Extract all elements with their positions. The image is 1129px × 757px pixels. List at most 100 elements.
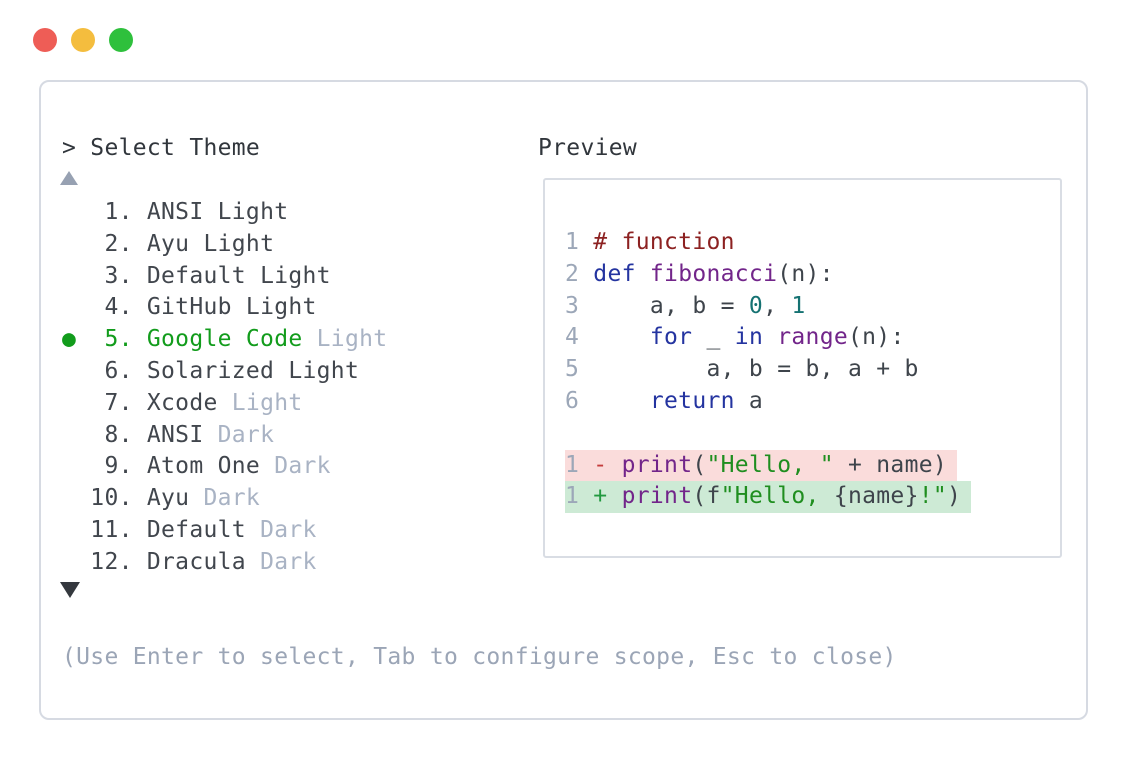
code-token: 1 bbox=[791, 292, 806, 319]
line-number: 1 bbox=[565, 483, 594, 510]
theme-option-variant: Dark bbox=[260, 453, 331, 480]
theme-option-variant: Light bbox=[189, 230, 275, 257]
code-token: + bbox=[593, 483, 608, 510]
line-number: 6 bbox=[565, 387, 594, 414]
code-token: ) bbox=[947, 483, 962, 510]
code-token: fibonacci bbox=[649, 260, 778, 287]
code-token: in bbox=[734, 324, 764, 351]
theme-option-label: 10. Ayu bbox=[62, 485, 190, 512]
preview-label: Preview bbox=[538, 135, 638, 161]
theme-option-label: 2. Ayu bbox=[62, 230, 190, 257]
code-token: return bbox=[649, 387, 735, 414]
theme-option-variant: Light bbox=[274, 357, 360, 384]
theme-list: 1. ANSI Light 2. Ayu Light 3. Default Li… bbox=[62, 197, 387, 579]
theme-option[interactable]: 6. Solarized Light bbox=[62, 356, 387, 388]
code-token: {name} bbox=[833, 483, 919, 510]
theme-option[interactable]: 2. Ayu Light bbox=[62, 229, 387, 261]
code-token: (f bbox=[692, 483, 721, 510]
diff-line-removed: 1 - print("Hello, " + name) bbox=[565, 449, 971, 482]
theme-option[interactable]: 1. ANSI Light bbox=[62, 197, 387, 229]
code-token: a, b = bbox=[593, 292, 749, 319]
theme-option-label: 8. ANSI bbox=[62, 421, 204, 448]
zoom-button-icon[interactable] bbox=[109, 28, 133, 52]
theme-option-variant: Light bbox=[231, 294, 317, 321]
theme-option[interactable]: 11. Default Dark bbox=[62, 515, 387, 547]
code-token: ( bbox=[692, 451, 707, 478]
diff-line-added: 1 + print(f"Hello, {name}!") bbox=[565, 481, 972, 514]
help-text: (Use Enter to select, Tab to configure s… bbox=[62, 644, 897, 670]
theme-option-label: 9. Atom One bbox=[62, 453, 261, 480]
minimize-button-icon[interactable] bbox=[71, 28, 95, 52]
theme-option-label: 12. Dracula bbox=[62, 548, 246, 575]
code-token bbox=[763, 324, 777, 350]
scroll-up-icon[interactable] bbox=[60, 171, 78, 185]
theme-option[interactable]: 10. Ayu Dark bbox=[62, 483, 387, 515]
code-line: 5 a, b = b, a + b bbox=[565, 354, 971, 386]
diff-highlight: 1 + print(f"Hello, {name}!") bbox=[565, 481, 972, 514]
line-number: 2 bbox=[565, 260, 594, 287]
theme-option[interactable]: 3. Default Light bbox=[62, 261, 387, 293]
code-token: a, b = b, a + b bbox=[593, 356, 919, 383]
code-token: (n): bbox=[777, 260, 834, 287]
code-token bbox=[593, 388, 650, 414]
theme-option-variant: Dark bbox=[245, 548, 317, 575]
window-controls bbox=[33, 28, 133, 52]
code-line: 1 # function bbox=[565, 227, 971, 259]
code-token: , bbox=[763, 292, 792, 319]
code-token: - bbox=[593, 451, 608, 478]
code-line: 4 for _ in range(n): bbox=[565, 322, 971, 354]
code-line: 6 return a bbox=[565, 386, 971, 418]
line-number: 4 bbox=[565, 324, 594, 351]
page-title: > Select Theme bbox=[62, 135, 261, 161]
theme-option-label: 6. Solarized bbox=[62, 357, 275, 384]
theme-option-label: 3. Default bbox=[62, 262, 246, 289]
theme-option-variant: Dark bbox=[203, 421, 275, 448]
theme-option-variant: Light bbox=[245, 262, 331, 289]
theme-option-selected[interactable]: ● 5. Google Code Light bbox=[62, 324, 387, 356]
code-line: 2 def fibonacci(n): bbox=[565, 259, 971, 291]
line-number: 1 bbox=[565, 451, 594, 478]
code-token bbox=[607, 483, 621, 509]
theme-option-label: 4. GitHub bbox=[62, 294, 232, 321]
scroll-down-icon[interactable] bbox=[60, 582, 80, 598]
code-token: "Hello, " bbox=[706, 451, 834, 478]
theme-option[interactable]: 7. Xcode Light bbox=[62, 388, 387, 420]
code-token: a bbox=[734, 387, 764, 414]
code-token: _ bbox=[692, 324, 735, 351]
theme-option[interactable]: 8. ANSI Dark bbox=[62, 420, 387, 452]
theme-option[interactable]: 12. Dracula Dark bbox=[62, 547, 387, 579]
code-token: print bbox=[621, 483, 693, 510]
theme-option-variant: Light bbox=[203, 199, 289, 225]
line-number: 3 bbox=[565, 292, 594, 319]
theme-option-label: ● 5. Google Code bbox=[62, 326, 303, 353]
code-line: 3 a, b = 0, 1 bbox=[565, 291, 971, 323]
theme-option-label: 7. Xcode bbox=[62, 389, 218, 416]
code-token: def bbox=[593, 260, 636, 287]
theme-option-variant: Dark bbox=[245, 516, 317, 543]
code-token: "Hello, bbox=[720, 483, 834, 510]
theme-option-label: 11. Default bbox=[62, 516, 246, 543]
diff-highlight: 1 - print("Hello, " + name) bbox=[565, 449, 958, 482]
code-token: 0 bbox=[748, 292, 764, 319]
code-token bbox=[593, 324, 650, 350]
code-token: !" bbox=[918, 483, 948, 510]
code-token bbox=[636, 261, 650, 287]
theme-option-label: 1. ANSI bbox=[62, 199, 204, 225]
line-number: 5 bbox=[565, 356, 594, 383]
close-button-icon[interactable] bbox=[33, 28, 57, 52]
theme-option[interactable]: 4. GitHub Light bbox=[62, 292, 387, 324]
code-token: for bbox=[649, 324, 693, 351]
code-token: range bbox=[777, 324, 848, 351]
code-token: # function bbox=[593, 229, 735, 255]
theme-option[interactable]: 9. Atom One Dark bbox=[62, 451, 387, 483]
blank-line bbox=[565, 418, 971, 450]
code-token: print bbox=[621, 451, 693, 478]
code-token: + name) bbox=[833, 451, 948, 478]
theme-option-variant: Light bbox=[302, 326, 388, 353]
code-token bbox=[607, 452, 621, 478]
theme-option-variant: Light bbox=[217, 389, 303, 416]
code-token: (n): bbox=[848, 324, 905, 351]
